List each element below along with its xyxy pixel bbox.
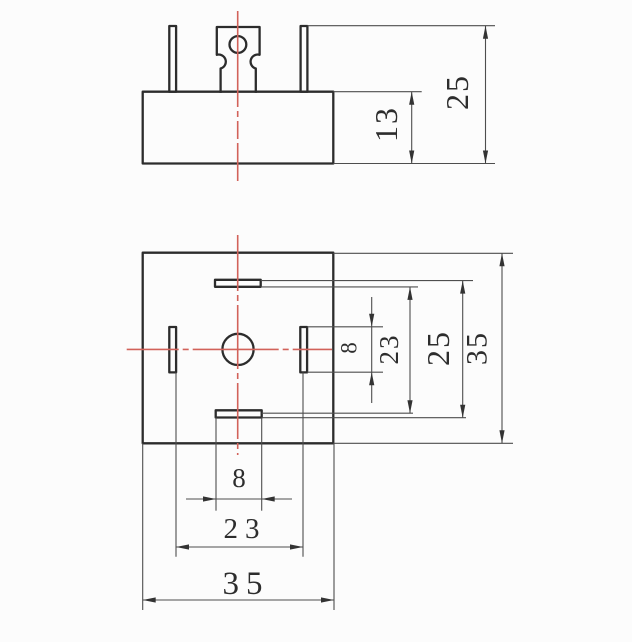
front-dim-arrows [409,25,489,164]
arrowhead-up [460,280,466,294]
top-dim-texts: 8 23 25 35 8 23 35 [223,330,494,602]
arrowhead-down [369,313,375,327]
arrowhead-up [369,372,375,386]
arrowhead-up [409,91,415,105]
arrowhead-right [203,496,216,502]
top-slot-south [214,409,263,419]
dim-text-overall-height: 25 [439,74,475,110]
arrowhead-left [176,544,189,550]
dim-text-slot-outer-span: 25 [420,330,456,366]
arrowhead-right [321,597,334,603]
arrowhead-right [290,544,303,550]
arrowhead-up [407,286,413,300]
dim-text-body-width-right: 35 [461,331,494,365]
top-dim-arrows [142,253,505,603]
arrowhead-down [407,400,413,414]
dim-text-slot-length-right: 8 [337,342,362,354]
centerlines [126,11,332,455]
arrowhead-down [482,150,489,164]
top-extension-lines [142,252,513,610]
arrowhead-down [409,150,415,164]
dim-text-slot-length-bottom: 8 [232,463,246,493]
dim-text-body-width-bottom: 35 [223,566,270,602]
arrowhead-left [261,496,275,502]
dim-text-slot-inner-span: 23 [374,334,404,365]
arrowhead-up [482,25,489,39]
arrowhead-up [499,253,505,267]
arrowhead-down [460,404,466,418]
dim-text-body-height: 13 [368,106,404,142]
arrowhead-down [499,430,505,444]
dim-text-terminal-pitch: 23 [224,513,267,545]
front-terminal-pin-right [299,24,309,93]
arrowhead-left [142,597,156,603]
front-terminal-pin-left [168,24,178,93]
front-dim-texts: 13 25 [368,74,475,142]
